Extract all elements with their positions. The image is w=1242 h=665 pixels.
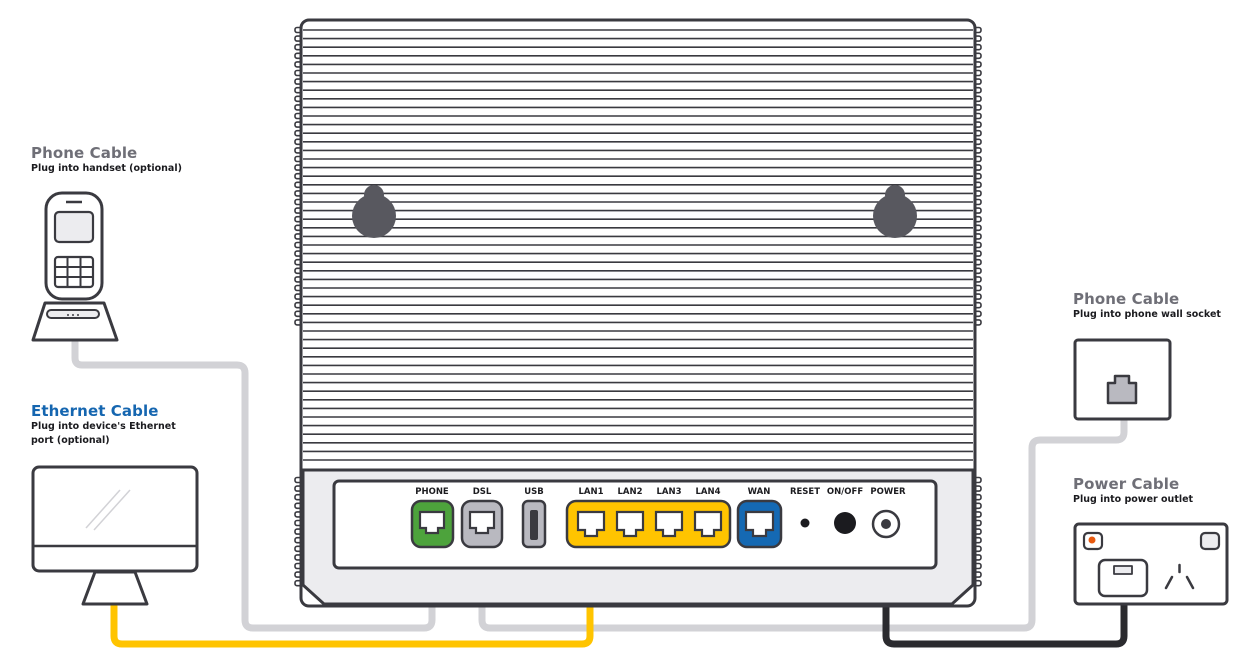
label-ethernet-subtitle-1: Plug into device's Ethernet: [31, 421, 176, 432]
mount-hole-left: [352, 185, 396, 238]
port-label-wan: WAN: [748, 487, 771, 497]
router: PHONE DSL USB LAN1 LAN2 LAN3 LAN4 WAN RE…: [294, 18, 982, 608]
label-power-title: Power Cable: [1073, 475, 1180, 493]
label-ethernet-subtitle-2: port (optional): [31, 435, 110, 446]
wan-port: [736, 499, 783, 549]
label-power-subtitle: Plug into power outlet: [1073, 494, 1194, 505]
port-label-lan4: LAN4: [695, 487, 720, 497]
label-phone-handset-subtitle: Plug into handset (optional): [31, 163, 182, 174]
label-phone-handset: Phone Cable Plug into handset (optional): [31, 144, 182, 176]
lan2-port: [615, 510, 645, 538]
port-label-onoff: ON/OFF: [827, 487, 863, 497]
label-phone-wall-title: Phone Cable: [1073, 290, 1180, 308]
computer-monitor-icon: [31, 465, 199, 606]
power-outlet-icon: [1073, 522, 1229, 606]
handset-phone-cable: [71, 338, 436, 632]
lan4-port: [693, 510, 723, 538]
port-label-lan3: LAN3: [656, 487, 681, 497]
lan-port-block: [565, 499, 732, 549]
router-ribs: [303, 29, 973, 461]
lan1-port: [576, 510, 606, 538]
wall-phone-socket-icon: [1073, 338, 1172, 421]
port-label-power: POWER: [870, 487, 906, 497]
onoff-button: [834, 512, 856, 534]
port-label-dsl: DSL: [473, 487, 492, 497]
mount-hole-right: [873, 185, 917, 238]
label-power: Power Cable Plug into power outlet: [1073, 475, 1193, 507]
dsl-wall-cable: [478, 391, 1128, 632]
port-label-phone: PHONE: [415, 487, 449, 497]
label-phone-wall: Phone Cable Plug into phone wall socket: [1073, 290, 1221, 322]
port-label-lan1: LAN1: [578, 487, 603, 497]
cables: [71, 338, 1128, 648]
reset-button: [800, 518, 810, 528]
label-ethernet: Ethernet Cable Plug into device's Ethern…: [31, 402, 176, 448]
port-label-reset: RESET: [790, 487, 820, 497]
usb-port: [521, 499, 547, 549]
ethernet-cable: [110, 530, 594, 648]
label-phone-wall-subtitle: Plug into phone wall socket: [1073, 309, 1221, 320]
label-ethernet-title: Ethernet Cable: [31, 402, 159, 420]
dsl-port: [460, 499, 504, 549]
phone-port: [410, 499, 455, 549]
lan3-port: [654, 510, 684, 538]
power-port: [871, 509, 901, 539]
power-cable: [882, 534, 1128, 648]
port-label-usb: USB: [524, 487, 544, 497]
port-label-lan2: LAN2: [617, 487, 642, 497]
label-phone-handset-title: Phone Cable: [31, 144, 138, 162]
cordless-phone-icon: [31, 191, 119, 342]
